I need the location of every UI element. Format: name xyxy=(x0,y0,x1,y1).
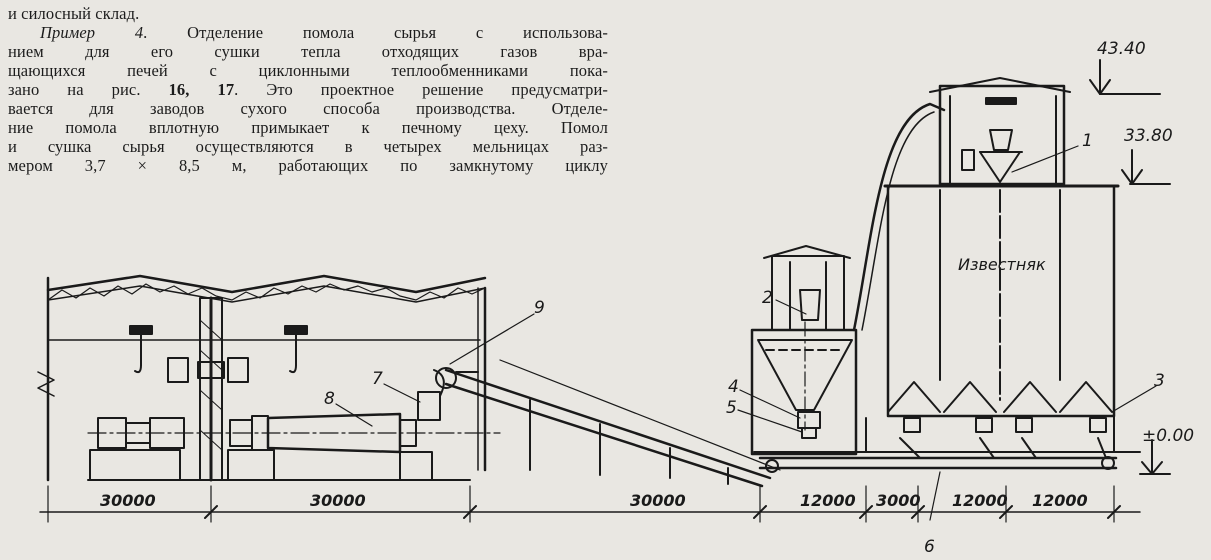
text-line-8: мером 3,7 × 8,5 м, работающих по замкнут… xyxy=(8,156,608,175)
separator xyxy=(417,367,479,421)
dim-1: 30000 xyxy=(100,491,156,510)
dimension-line xyxy=(39,485,1141,523)
crane-hooks xyxy=(129,325,308,383)
level-middle-label: 33.80 xyxy=(1124,126,1173,146)
feed-bin-building xyxy=(750,245,858,456)
text-line-1: Пример 4. Отделение помола сырья с испол… xyxy=(8,23,608,42)
callout-leaders xyxy=(335,145,1157,521)
dim-2: 30000 xyxy=(310,491,366,510)
callout-2: 2 xyxy=(762,288,773,308)
text-line-2: нием для его сушки тепла отходящих газов… xyxy=(8,42,608,61)
callout-5: 5 xyxy=(726,398,737,418)
dim-4: 12000 xyxy=(800,491,856,510)
text-line-5: вается для заводов сухого способа произв… xyxy=(8,99,608,118)
text-line-7: и сушка сырья осуществляются в четырех м… xyxy=(8,137,608,156)
text-line-4-post: . Это проектное решение предусматри- xyxy=(234,80,608,99)
example-label: Пример 4 xyxy=(40,23,144,42)
text-line-4: зано на рис. 16, 17. Это проектное решен… xyxy=(8,80,608,99)
break-mark xyxy=(37,371,55,397)
dim-7: 12000 xyxy=(1032,491,1088,510)
callout-3: 3 xyxy=(1154,371,1165,391)
callout-1: 1 xyxy=(1082,131,1093,151)
text-line-4-pre: зано на рис. xyxy=(8,80,169,99)
level-marks xyxy=(1089,59,1171,475)
text-line-0: и силосный склад. xyxy=(8,4,140,23)
dim-5: 3000 xyxy=(876,491,921,510)
dim-6: 12000 xyxy=(952,491,1008,510)
callout-8: 8 xyxy=(324,389,335,409)
dim-3: 30000 xyxy=(630,491,686,510)
roof-truss xyxy=(46,274,487,303)
text-line-6: ние помола вплотную примыкает к печному … xyxy=(8,118,608,137)
callout-7: 7 xyxy=(372,369,383,389)
level-top-label: 43.40 xyxy=(1097,39,1146,59)
level-ground-label: ±0.00 xyxy=(1142,426,1194,446)
pneumatic-pipe xyxy=(852,102,946,332)
central-column xyxy=(199,296,223,482)
callout-9: 9 xyxy=(534,298,545,318)
body-text: и силосный склад. Пример 4. Отделение по… xyxy=(8,4,608,175)
mill-assembly xyxy=(87,412,501,481)
bottom-conveyor xyxy=(758,437,1118,473)
text-line-1-rest: . Отделение помола сырья с использова- xyxy=(143,23,608,42)
text-line-3: щающихся печей с циклонными теплообменни… xyxy=(8,61,608,80)
callout-4: 4 xyxy=(728,377,739,397)
callout-6: 6 xyxy=(924,537,935,557)
silo-label: Известняк xyxy=(958,255,1046,274)
figure-ref: 16, 17 xyxy=(168,80,235,99)
silo-block xyxy=(865,77,1120,453)
inclined-conveyor xyxy=(444,359,781,488)
